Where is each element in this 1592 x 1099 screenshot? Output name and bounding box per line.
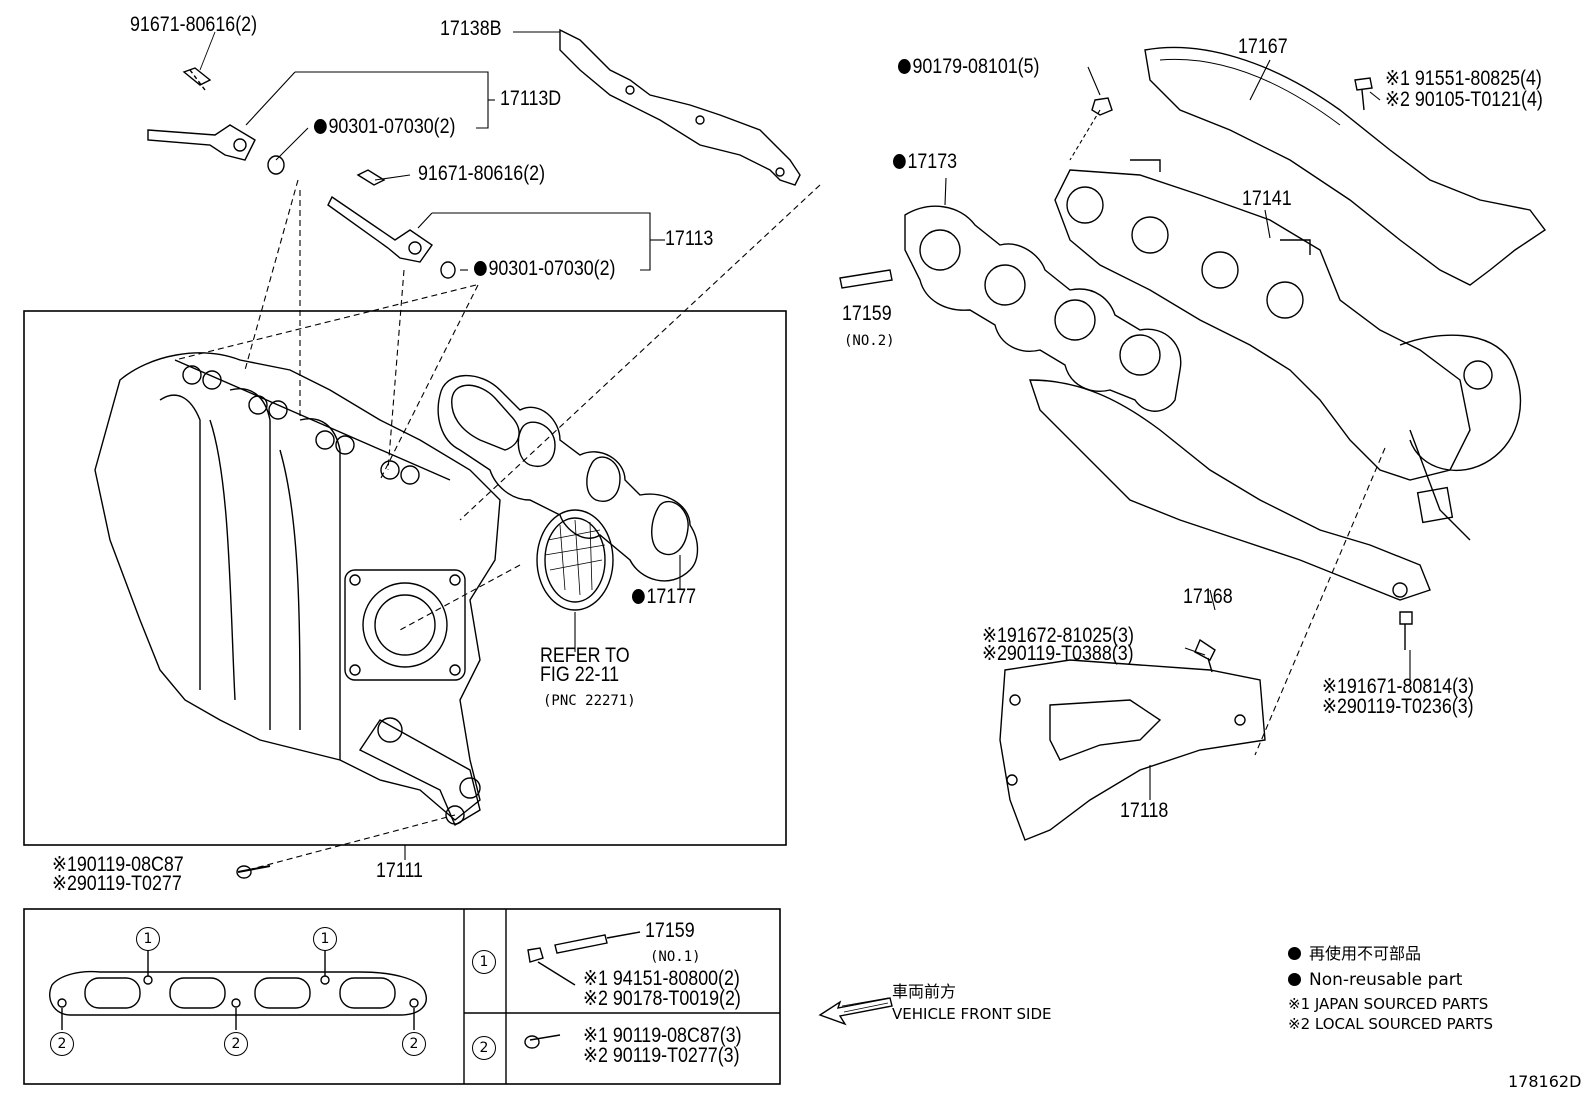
- non-reusable-icon: [1288, 973, 1301, 986]
- heat-insulator-17168: [1029, 379, 1431, 601]
- non-reusable-icon: [898, 59, 911, 74]
- table-label-2-1: ※1 90119-08C87(3): [583, 1024, 742, 1047]
- bolt-label-rr-1: ※191671-80814(3): [1322, 675, 1474, 698]
- part-label-90179: 90179-08101(5): [898, 56, 1039, 77]
- heat-insulator-17167: [1144, 46, 1547, 286]
- intake-manifold: [94, 352, 501, 827]
- refer-note-fig: FIG 22-11: [540, 663, 620, 686]
- table-label-2-2: ※2 90119-T0277(3): [583, 1044, 740, 1067]
- exhaust-gasket-17173: [904, 205, 1182, 412]
- part-label-17138B: 17138B: [440, 17, 502, 40]
- table-fasteners: [524, 931, 641, 1049]
- bracket-17138B: [559, 28, 801, 186]
- legend-nonreusable-en: Non-reusable part: [1288, 970, 1462, 990]
- part-label-17177: 17177: [632, 586, 696, 607]
- exhaust-manifold-17141: [1054, 159, 1522, 541]
- bolt-label-r1-1: ※1 91551-80825(4): [1385, 67, 1542, 90]
- bolt-label-mid-2: ※290119-T0388(3): [982, 642, 1134, 665]
- bolt-label-left-1: ※190119-08C87: [52, 853, 184, 876]
- part-label-17173: 17173: [893, 151, 957, 172]
- leader-lines-left: [174, 179, 821, 871]
- callout-circle-1: 1: [136, 927, 160, 951]
- leader-lines-right: [944, 59, 1411, 800]
- gasket-detail-box: [23, 908, 781, 1085]
- refer-note: REFER TO: [540, 644, 630, 667]
- pipe-17113: [327, 169, 456, 279]
- table-label-1-1: ※1 94151-80800(2): [583, 967, 740, 990]
- non-reusable-icon: [632, 589, 645, 604]
- pipe-17113D: [147, 67, 285, 175]
- part-label-91671-80616-top: 91671-80616(2): [130, 13, 258, 36]
- callout-circle-2: 2: [402, 1032, 426, 1056]
- refer-note-pnc: (PNC 22271): [543, 693, 636, 709]
- bolt-label-left-2: ※290119-T0277: [52, 872, 182, 895]
- non-reusable-icon: [1288, 947, 1301, 960]
- legend-local-sourced: ※2 LOCAL SOURCED PARTS: [1288, 1015, 1493, 1033]
- part-label-17159-no1: 17159: [645, 919, 695, 942]
- manifold-stay-17118: [999, 659, 1266, 841]
- callout-circle-1: 1: [313, 927, 337, 951]
- part-label-no2: (NO.2): [844, 333, 895, 349]
- part-label-91671-80616-mid: 91671-80616(2): [418, 162, 546, 185]
- part-label-90301-top: 90301-07030(2): [314, 116, 455, 137]
- bolt-label-mid-1: ※191672-81025(3): [982, 624, 1134, 647]
- figure-id: 178162D: [1508, 1072, 1582, 1091]
- fasteners: [236, 77, 1413, 879]
- part-label-17111: 17111: [376, 859, 423, 882]
- part-label-17141: 17141: [1242, 187, 1292, 210]
- part-label-no1: (NO.1): [650, 949, 701, 965]
- bolt-label-rr-2: ※290119-T0236(3): [1322, 695, 1474, 718]
- table-row-circle-1: 1: [472, 950, 496, 974]
- front-label-jp: 車両前方: [892, 982, 957, 1001]
- table-label-1-2: ※2 90178-T0019(2): [583, 987, 741, 1010]
- gasket-detail: [49, 950, 427, 1030]
- legend-japan-sourced: ※1 JAPAN SOURCED PARTS: [1288, 995, 1489, 1013]
- intake-manifold-box: [23, 310, 787, 846]
- non-reusable-icon: [314, 119, 327, 134]
- part-label-17167: 17167: [1238, 35, 1288, 58]
- leader-lines-solid: [199, 31, 681, 860]
- part-label-17168: 17168: [1183, 585, 1233, 608]
- intake-gasket-17177: [437, 374, 699, 582]
- legend-nonreusable-jp: 再使用不可部品: [1288, 944, 1421, 964]
- front-arrow: [818, 997, 893, 1026]
- non-reusable-icon: [474, 261, 487, 276]
- bolt-label-r1-2: ※2 90105-T0121(4): [1385, 88, 1543, 111]
- part-label-90301-mid: 90301-07030(2): [474, 258, 615, 279]
- callout-circle-2: 2: [224, 1032, 248, 1056]
- part-label-17118: 17118: [1120, 799, 1169, 822]
- part-label-17113: 17113: [665, 227, 714, 250]
- callout-circle-2: 2: [50, 1032, 74, 1056]
- front-label-en: VEHICLE FRONT SIDE: [892, 1005, 1052, 1023]
- non-reusable-icon: [893, 154, 906, 169]
- throttle-mesh: [536, 509, 614, 611]
- table-row-circle-2: 2: [472, 1036, 496, 1060]
- part-label-17113D: 17113D: [500, 87, 562, 110]
- part-label-17159-no2: 17159: [842, 302, 892, 325]
